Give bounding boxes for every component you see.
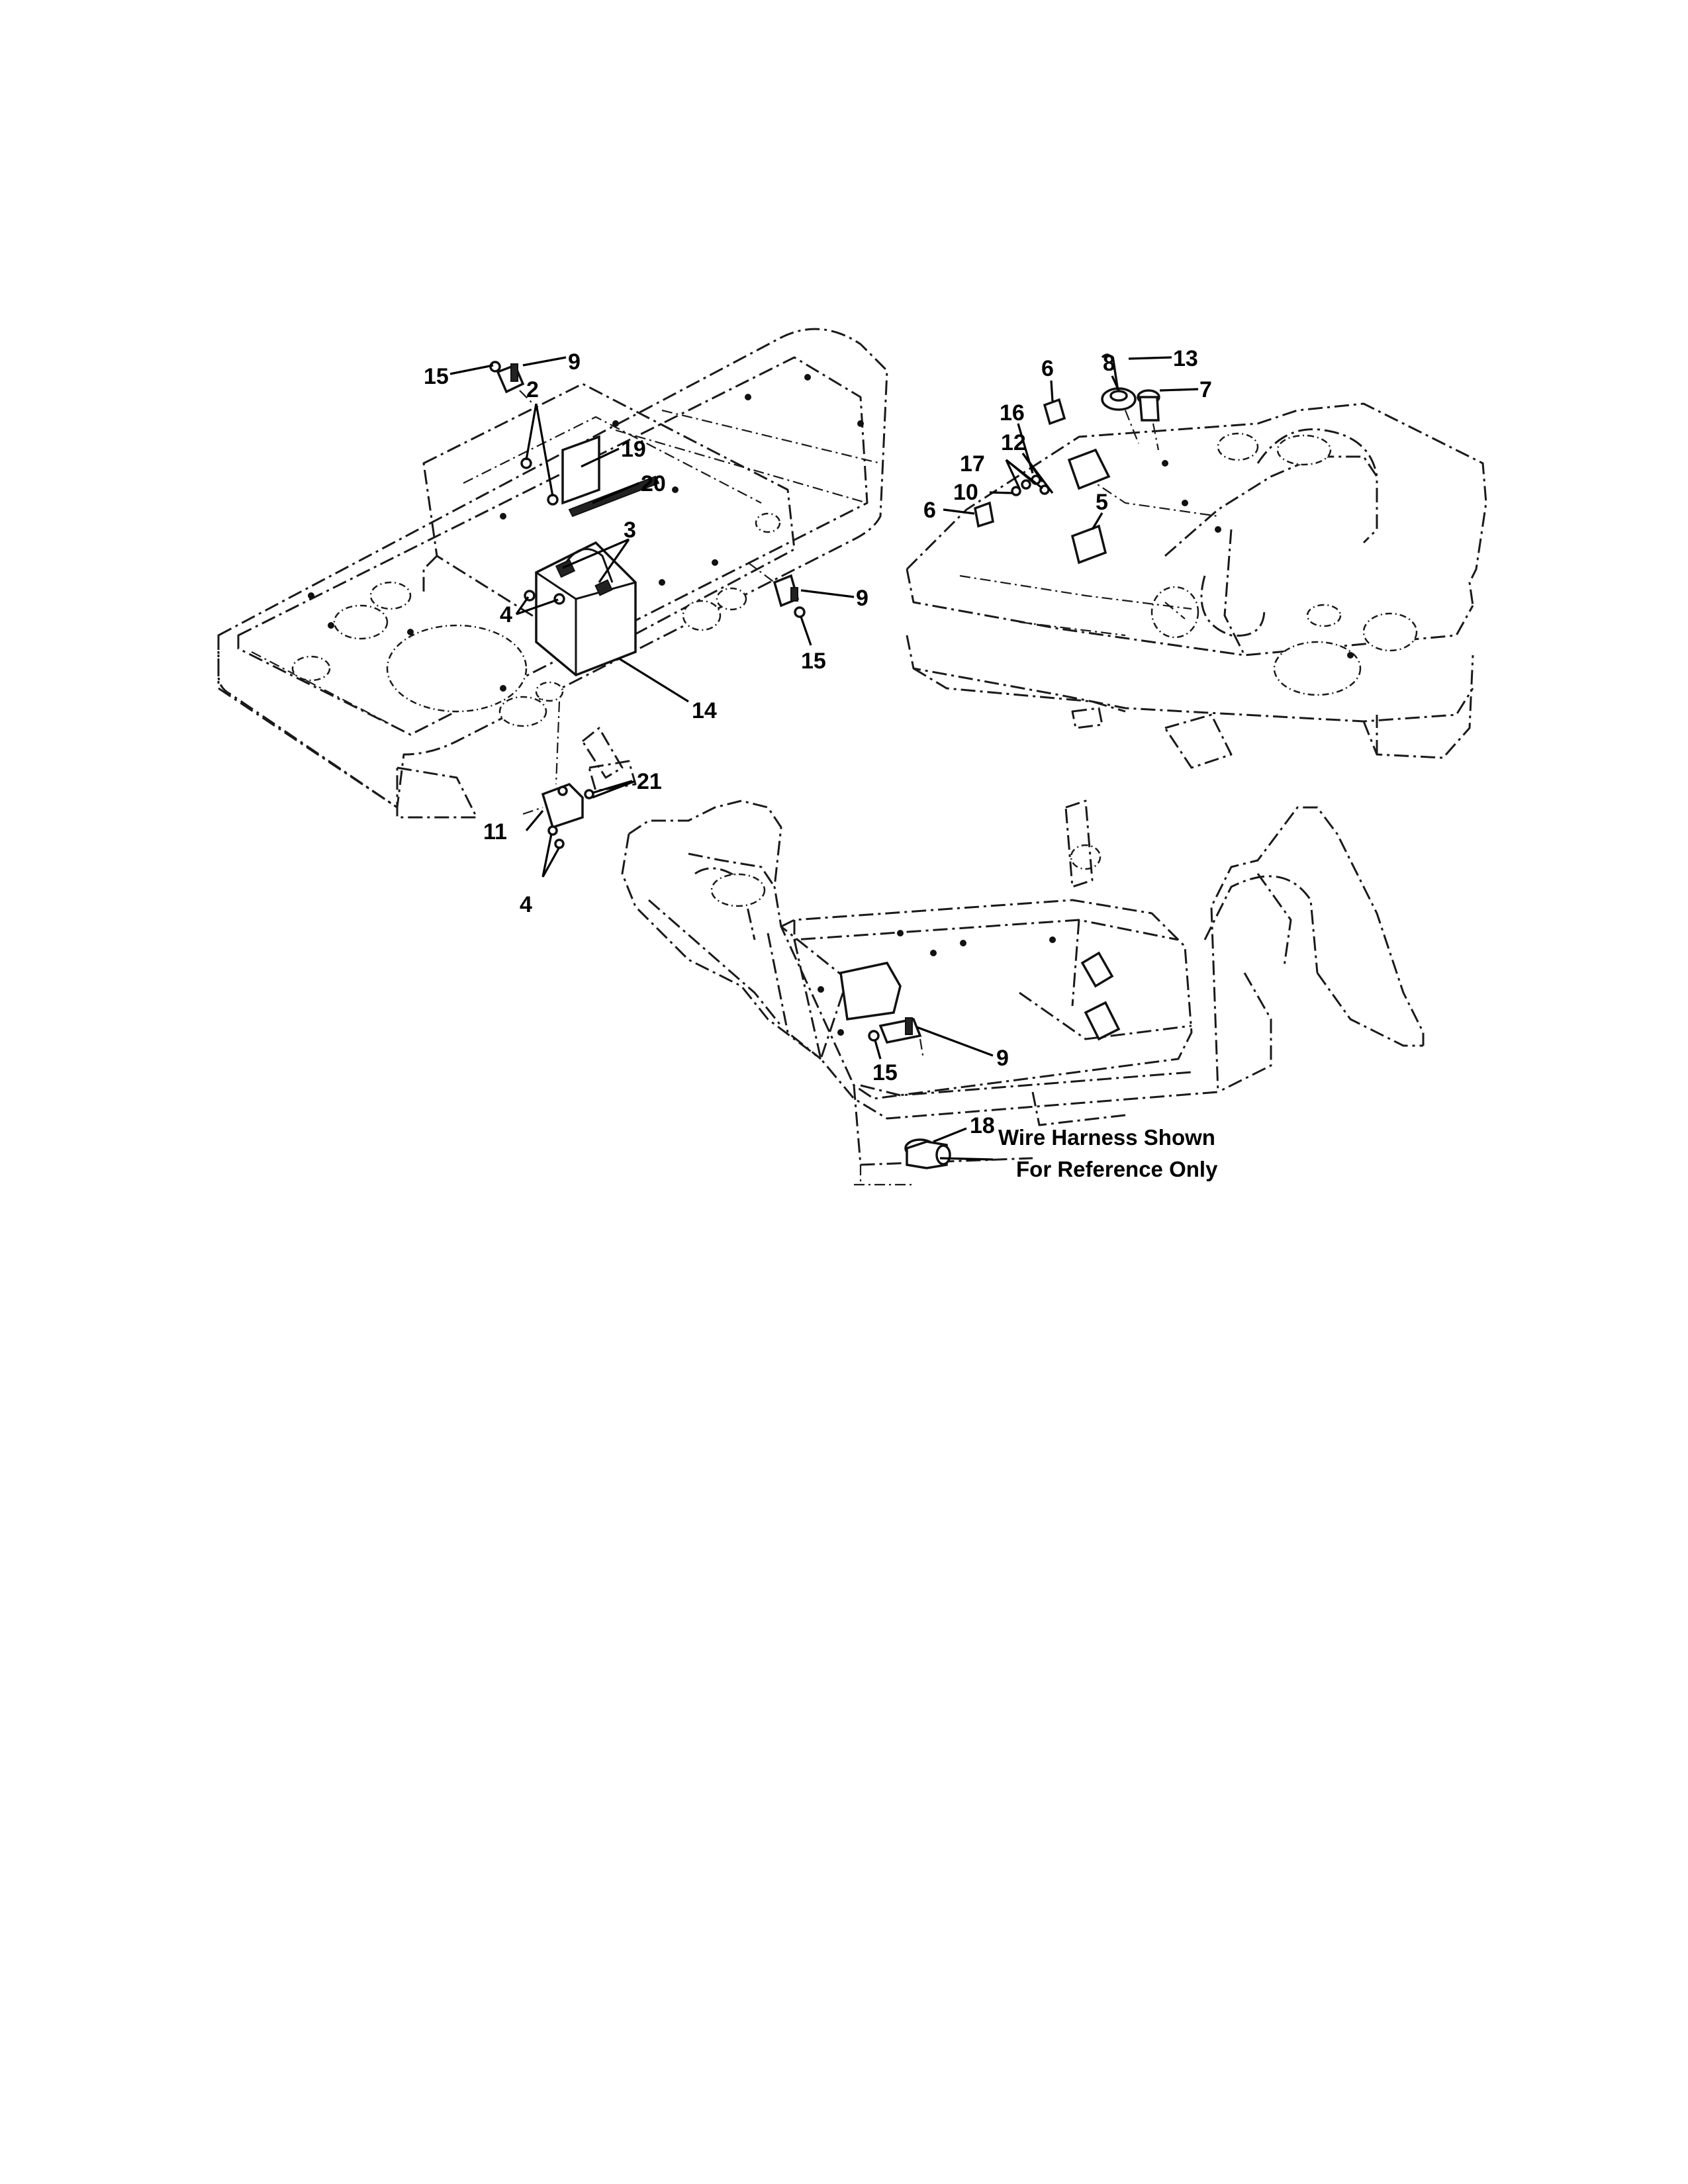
callout-15-side: 15: [801, 649, 826, 674]
callout-4-battery: 4: [500, 602, 512, 627]
view2-leaders: [943, 356, 1199, 530]
callout-6-top: 6: [1041, 356, 1054, 381]
callout-9-underside: 9: [996, 1046, 1009, 1071]
view3-leaders: [874, 1026, 994, 1161]
dash-switch-view: [906, 353, 1487, 769]
callout-2: 2: [526, 377, 539, 402]
callout-16: 16: [1000, 400, 1025, 426]
callout-9-top: 9: [568, 349, 581, 375]
callout-8: 8: [1103, 351, 1115, 376]
callout-17: 17: [960, 451, 985, 477]
callout-6-left: 6: [923, 498, 936, 523]
callout-7: 7: [1199, 377, 1212, 402]
callout-11: 11: [483, 819, 507, 844]
view3-callouts: 9 15 18 Wire Harness Shown For Reference…: [872, 1046, 1218, 1181]
callout-20: 20: [641, 471, 666, 496]
chassis-battery-view: [217, 328, 888, 849]
view2-callouts: 6 8 13 7 16 12 17 10 6 5: [923, 346, 1212, 523]
reference-note-line1: Wire Harness Shown: [998, 1125, 1215, 1150]
callout-15-underside: 15: [872, 1060, 898, 1085]
callout-13: 13: [1173, 346, 1198, 371]
callout-15-top: 15: [424, 364, 449, 389]
callout-21: 21: [637, 769, 662, 794]
callout-4-bracket: 4: [520, 892, 532, 917]
reference-note-line2: For Reference Only: [1016, 1157, 1218, 1181]
callout-14: 14: [692, 698, 717, 723]
callout-3: 3: [624, 518, 636, 543]
callout-9-side: 9: [856, 586, 868, 611]
callout-12: 12: [1001, 430, 1026, 455]
view1-callouts: 15 9 2 19 20 3 4 9 15 14 21 11 4: [424, 349, 868, 917]
callout-10: 10: [953, 480, 978, 505]
underside-view: [621, 799, 1425, 1186]
callout-18: 18: [970, 1113, 995, 1138]
callout-19: 19: [621, 437, 646, 462]
view1-leaders: [449, 356, 855, 878]
callout-5: 5: [1096, 490, 1108, 515]
